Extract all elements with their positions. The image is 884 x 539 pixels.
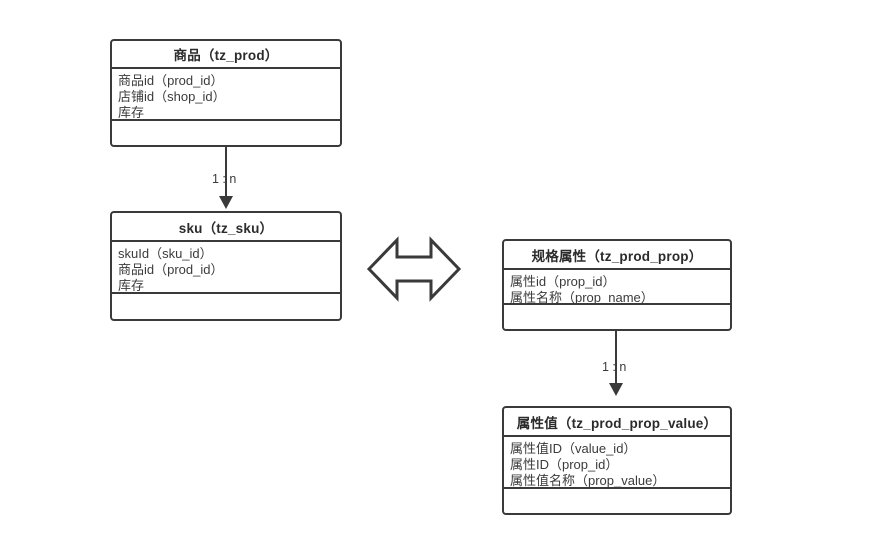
double-headed-arrow-svg bbox=[366, 236, 462, 302]
attribute-row: 属性ID（prop_id） bbox=[510, 457, 619, 472]
attribute-row: 属性id（prop_id） bbox=[510, 274, 616, 289]
entity-footer-tz-prod bbox=[112, 121, 340, 145]
attribute-row: skuId（sku_id） bbox=[118, 246, 213, 261]
entity-tz-prod[interactable]: 商品（tz_prod） 商品id（prod_id） 店铺id（shop_id） … bbox=[110, 39, 342, 147]
entity-title-tz-prod: 商品（tz_prod） bbox=[112, 41, 340, 69]
attribute-row: 属性名称（prop_name） bbox=[510, 290, 654, 305]
double-headed-arrow-icon bbox=[366, 235, 462, 303]
attribute-row: 属性值ID（value_id） bbox=[510, 441, 637, 456]
relation-label-prop-to-prop-value: 1 : n bbox=[602, 360, 627, 374]
entity-footer-tz-prod-prop-value bbox=[504, 489, 730, 513]
relation-arrowhead bbox=[219, 196, 233, 209]
attribute-row: 商品id（prod_id） bbox=[118, 73, 224, 88]
relation-line bbox=[615, 331, 617, 385]
entity-tz-prod-prop-value[interactable]: 属性值（tz_prod_prop_value） 属性值ID（value_id） … bbox=[502, 406, 732, 515]
entity-attributes-tz-sku: skuId（sku_id） 商品id（prod_id） 库存 bbox=[112, 242, 340, 294]
entity-tz-sku[interactable]: sku（tz_sku） skuId（sku_id） 商品id（prod_id） … bbox=[110, 211, 342, 321]
entity-title-tz-prod-prop: 规格属性（tz_prod_prop） bbox=[504, 241, 730, 270]
attribute-row: 商品id（prod_id） bbox=[118, 262, 224, 277]
entity-title-tz-sku: sku（tz_sku） bbox=[112, 213, 340, 242]
relation-line bbox=[225, 147, 227, 198]
attribute-row: 属性值名称（prop_value） bbox=[510, 473, 666, 488]
entity-attributes-tz-prod-prop-value: 属性值ID（value_id） 属性ID（prop_id） 属性值名称（prop… bbox=[504, 437, 730, 489]
entity-title-tz-prod-prop-value: 属性值（tz_prod_prop_value） bbox=[504, 408, 730, 437]
relation-arrowhead bbox=[609, 383, 623, 396]
entity-footer-tz-prod-prop bbox=[504, 305, 730, 329]
attribute-row: 店铺id（shop_id） bbox=[118, 89, 226, 104]
relation-label-prod-to-sku: 1 : n bbox=[212, 172, 237, 186]
attribute-row: 库存 bbox=[118, 278, 145, 293]
entity-attributes-tz-prod: 商品id（prod_id） 店铺id（shop_id） 库存 bbox=[112, 69, 340, 121]
entity-footer-tz-sku bbox=[112, 294, 340, 319]
entity-attributes-tz-prod-prop: 属性id（prop_id） 属性名称（prop_name） bbox=[504, 270, 730, 305]
attribute-row: 库存 bbox=[118, 105, 145, 120]
entity-tz-prod-prop[interactable]: 规格属性（tz_prod_prop） 属性id（prop_id） 属性名称（pr… bbox=[502, 239, 732, 331]
